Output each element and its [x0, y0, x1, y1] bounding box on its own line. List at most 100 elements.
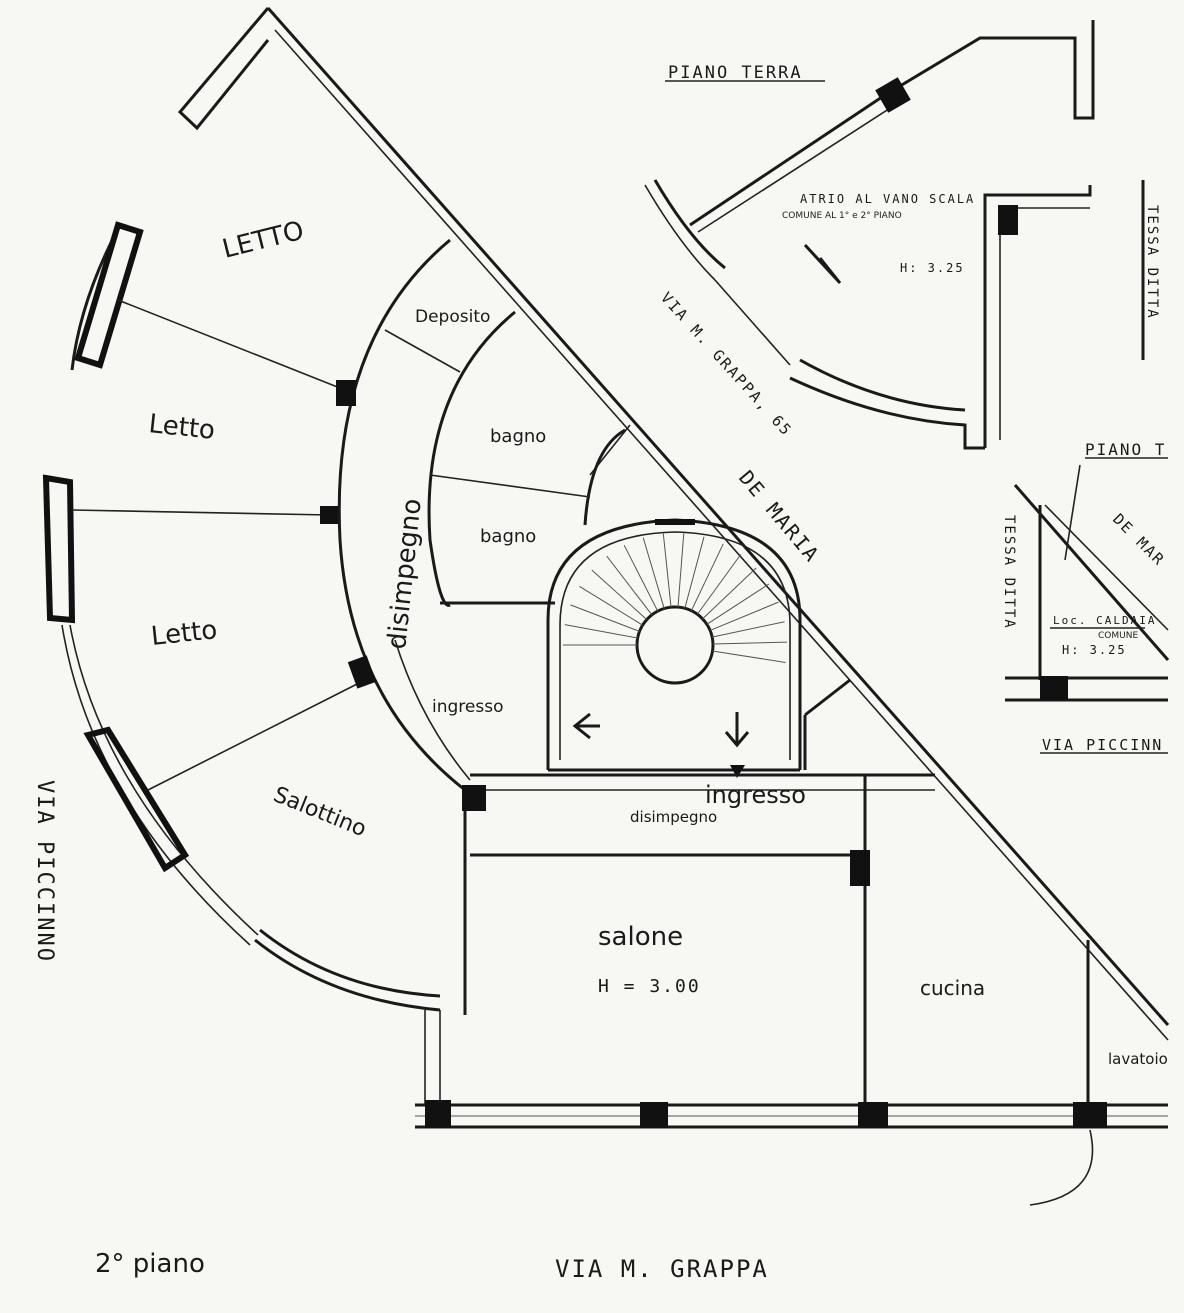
- bagno-rear-wall: [583, 428, 626, 526]
- corridor-outer-wall: [337, 238, 466, 792]
- outer-facade-bottom-arc-2: [259, 928, 441, 998]
- inset-right-diagonal-2: [1044, 504, 1169, 631]
- outer-curved-facade-2: [74, 221, 144, 369]
- inset-ground-bottom-arc-2: [799, 358, 966, 412]
- inset-ground-curve: [644, 184, 716, 281]
- inset-right-height: H: 3.25: [1062, 643, 1127, 657]
- pillar: [858, 1102, 888, 1128]
- inset-ground-curve-2: [653, 179, 726, 270]
- top-left-wing-wall: [177, 7, 270, 131]
- stair-tread: [662, 533, 672, 608]
- pillar: [850, 850, 870, 886]
- pillar: [462, 785, 486, 811]
- inset-ground-height: H: 3.25: [900, 261, 965, 275]
- stair-tread: [564, 624, 638, 639]
- arrow-left-icon: [572, 712, 600, 740]
- partition-deposito: [384, 329, 461, 373]
- door-swing-arc: [1029, 1129, 1094, 1206]
- corridor-inner-wall-2: [394, 639, 471, 781]
- room-label-letto-1: LETTO: [219, 216, 306, 265]
- pillar: [1040, 676, 1068, 700]
- pillar: [336, 380, 356, 406]
- street-label-bottom: VIA M. GRAPPA: [555, 1255, 769, 1283]
- diagonal-boundary-wall: [266, 7, 1170, 1026]
- street-label-left: VIA PICCINNO: [32, 780, 57, 963]
- stair-treads: [563, 533, 787, 664]
- inset-ground-neighbor: TESSA DITTA: [1144, 205, 1160, 320]
- inset-ground-diagonal: [714, 279, 791, 366]
- stair-tread: [696, 554, 742, 615]
- room-label-bagno-2: bagno: [480, 526, 536, 547]
- outer-facade-bottom-arc: [254, 938, 441, 1012]
- stair-tread: [706, 583, 770, 625]
- inset-ground-bottom-arc: [789, 376, 985, 450]
- pillar: [875, 77, 911, 113]
- inset-right-street-top: DE MAR: [1109, 510, 1169, 570]
- inset-ground-wall-2: [697, 104, 896, 233]
- inset-right-room: Loc. CALDAIA: [1053, 614, 1156, 627]
- stair-tread: [709, 601, 779, 631]
- small-diagonal-wall: [804, 678, 851, 717]
- pillar: [998, 205, 1018, 235]
- stair-tread: [702, 567, 757, 620]
- stair-tread: [570, 604, 640, 632]
- room-label-salone: salone: [598, 922, 683, 952]
- stair-core: [635, 605, 715, 685]
- partition-letto3-salottino: [147, 679, 366, 791]
- stair-tread: [712, 650, 786, 664]
- outer-facade-left: [42, 474, 76, 624]
- inset-ground-arrow-icon: [803, 243, 842, 285]
- stair-tread: [642, 537, 665, 609]
- outer-facade-curve-lower: [61, 624, 251, 946]
- floor-label: 2° piano: [95, 1249, 205, 1279]
- stair-tread: [579, 586, 643, 626]
- inset-right-diagonal: [1013, 484, 1170, 661]
- inset-ground-right-wall: [983, 185, 1092, 448]
- inset-ground-atrio: ATRIO AL VANO SCALA: [800, 192, 975, 206]
- room-label-disimpegno-main: disimpegno: [630, 808, 717, 826]
- inset-ground-title: PIANO TERRA: [668, 63, 803, 83]
- partition-bagno-bagno: [429, 474, 591, 498]
- room-label-salottino: Salottino: [270, 782, 370, 842]
- room-label-letto-3: Letto: [150, 615, 219, 652]
- stair-tread: [712, 641, 787, 645]
- inset-ground-atrio-sub: COMUNE AL 1° e 2° PIANO: [782, 211, 902, 221]
- pillar: [320, 506, 338, 524]
- room-label-bagno-1: bagno: [490, 426, 546, 447]
- inset-right-room-sub: COMUNE: [1098, 631, 1138, 641]
- stair-tread: [690, 543, 724, 611]
- inset-ground-street: VIA M. GRAPPA, 65: [657, 289, 796, 440]
- pillar: [640, 1102, 668, 1128]
- outer-facade-bay: [83, 726, 190, 873]
- stair-tread: [606, 555, 653, 616]
- partition-letto2-letto3: [71, 509, 331, 516]
- stair-tread: [591, 569, 648, 620]
- room-label-ingresso-main: ingresso: [705, 781, 806, 809]
- stair-tread: [684, 536, 705, 609]
- inset-right-title: PIANO T: [1085, 440, 1166, 459]
- diagonal-boundary-wall-inner: [274, 29, 1169, 1041]
- pillar: [1073, 1102, 1107, 1128]
- pillar: [425, 1100, 451, 1128]
- inset-ground-right-wall-2: [999, 207, 1090, 440]
- room-label-disimpegno-curved: disimpegno: [382, 497, 428, 651]
- room-label-lavatoio: lavatoio: [1108, 1050, 1168, 1068]
- stair-tread: [712, 621, 785, 638]
- outer-facade-curve-lower-2: [69, 624, 259, 936]
- stair-well-inner: [559, 531, 791, 760]
- partition-letto1-letto2: [117, 299, 346, 391]
- room-label-letto-2: Letto: [147, 409, 216, 446]
- room-label-deposito: Deposito: [415, 307, 490, 327]
- room-label-cucina: cucina: [920, 976, 985, 1000]
- room-label-ingresso-left: ingresso: [432, 697, 503, 717]
- arrow-down-icon: [724, 712, 750, 748]
- inset-right-neighbor: TESSA DITTA: [1001, 515, 1017, 630]
- salone-height-label: H = 3.00: [598, 976, 701, 997]
- inset-right-street-bottom: VIA PICCINN: [1042, 736, 1163, 754]
- stair-tread: [677, 533, 685, 608]
- pillar: [347, 655, 377, 689]
- stair-tread: [623, 544, 659, 612]
- arrow-marker-icon: [730, 765, 745, 778]
- corridor-inner-wall: [427, 310, 516, 607]
